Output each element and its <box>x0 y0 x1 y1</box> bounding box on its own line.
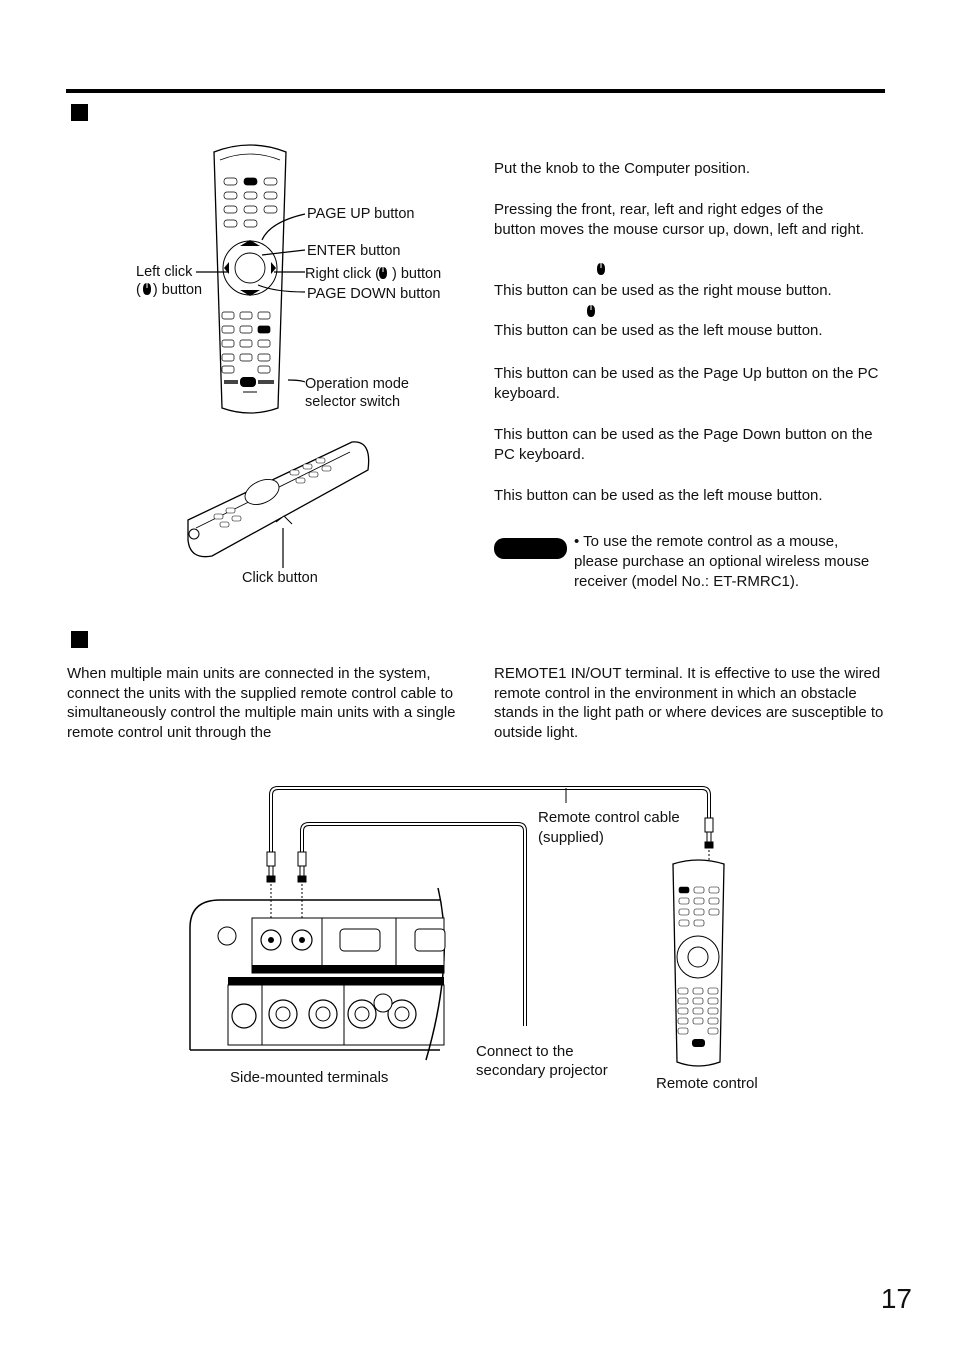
header-rule <box>66 89 885 93</box>
description-page-down: This button can be used as the Page Down… <box>494 426 873 463</box>
callout-mode-switch-1: Operation mode <box>305 376 409 392</box>
remote-front-illustration <box>196 144 306 414</box>
callout-left-click-1: Left click <box>136 264 193 280</box>
description-right-click: This button can be used as the right mou… <box>494 282 832 299</box>
description-cursor: Pressing the front, rear, left and right… <box>494 201 865 238</box>
mouse-icon <box>597 263 605 275</box>
label-cable-1: Remote control cable <box>538 809 680 826</box>
page-number: 17 <box>880 1283 912 1314</box>
callout-left-click-2: ( ) button <box>136 282 203 298</box>
description-click-button: This button can be used as the left mous… <box>494 487 823 504</box>
remote-side-illustration <box>187 441 370 568</box>
callout-mode-switch-2: selector switch <box>305 394 401 410</box>
paragraph-left: When multiple main units are connected i… <box>67 665 456 741</box>
description-mode: Put the knob to the Computer position. <box>494 160 750 177</box>
description-page-up: This button can be used as the Page Up b… <box>494 365 879 402</box>
connection-diagram <box>189 786 725 1067</box>
label-cable-2: (supplied) <box>538 829 604 846</box>
description-left-click: This button can be used as the left mous… <box>494 322 823 339</box>
mouse-icon <box>379 267 387 279</box>
callout-page-up: PAGE UP button <box>307 206 415 222</box>
mouse-icon <box>143 283 151 295</box>
note-badge <box>494 538 567 559</box>
paragraph-right: REMOTE1 IN/OUT terminal. It is effective… <box>494 665 884 741</box>
callout-click-button: Click button <box>242 570 318 586</box>
callout-enter: ENTER button <box>307 243 401 259</box>
label-secondary-1: Connect to the <box>476 1043 574 1060</box>
label-remote-control: Remote control <box>656 1075 758 1092</box>
callout-right-click: Right click ( ) button <box>305 266 442 282</box>
callout-page-down: PAGE DOWN button <box>307 286 441 302</box>
section-marker-1 <box>71 104 88 121</box>
label-side-terminals: Side-mounted terminals <box>230 1069 389 1086</box>
note-text: • To use the remote control as a mouse, … <box>574 533 870 590</box>
mouse-icon <box>587 305 595 317</box>
label-secondary-2: secondary projector <box>476 1062 608 1079</box>
section-marker-2 <box>71 631 88 648</box>
